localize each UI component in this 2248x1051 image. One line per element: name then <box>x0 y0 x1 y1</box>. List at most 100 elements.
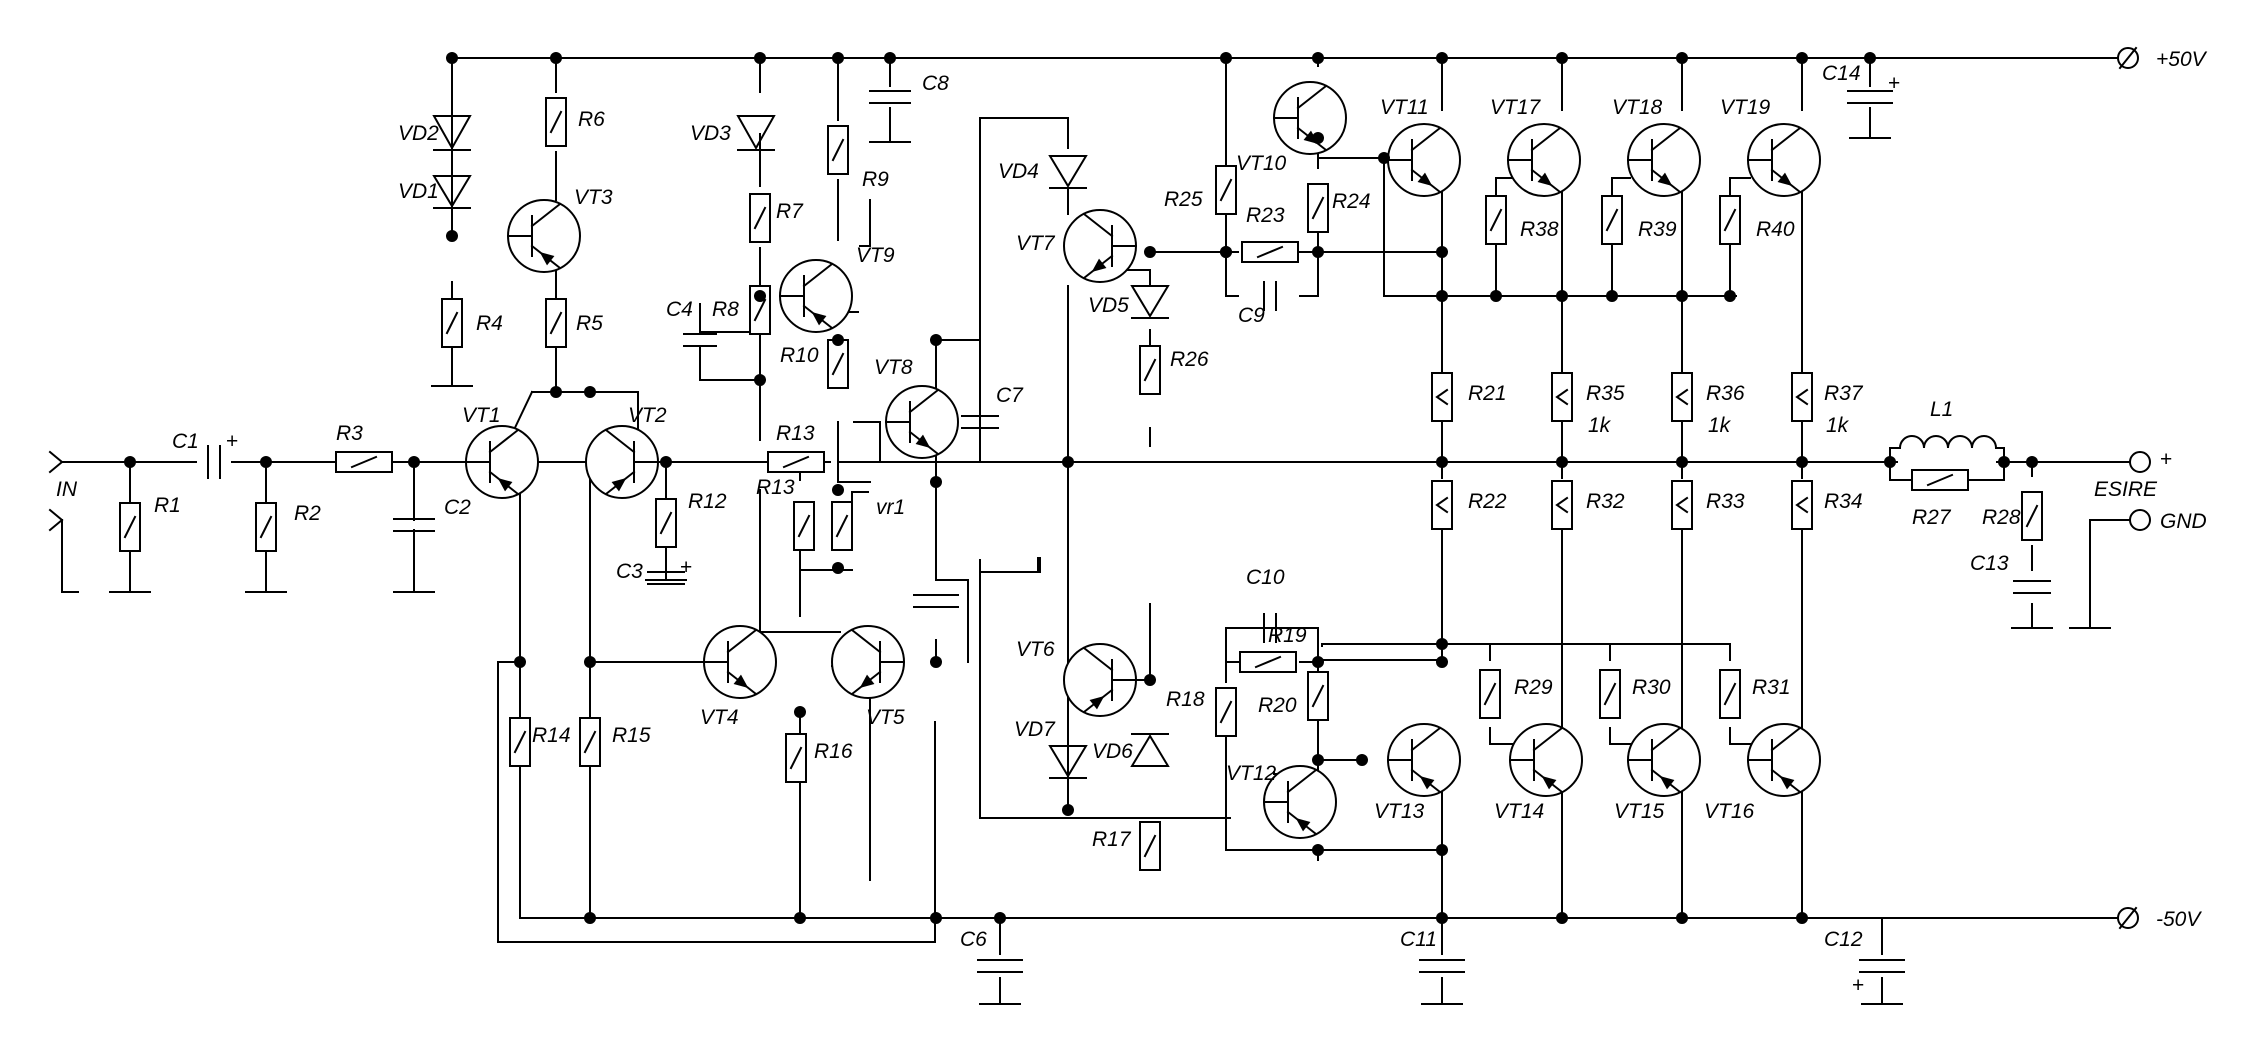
label-input: IN <box>56 478 78 501</box>
junction-dot <box>832 562 844 574</box>
inductor-l1 <box>1889 435 2005 463</box>
junction-dot <box>832 52 844 64</box>
label-r32: R32 <box>1586 490 1625 513</box>
label-r2: R2 <box>294 502 321 525</box>
label-c7: C7 <box>996 384 1024 407</box>
resistor-r2 <box>255 502 277 552</box>
junction-dot <box>1378 152 1390 164</box>
polarity-c3: + <box>680 556 692 579</box>
label-r39: R39 <box>1638 218 1677 241</box>
label-r34: R34 <box>1824 490 1863 513</box>
junction-dot <box>446 52 458 64</box>
label-c10: C10 <box>1246 566 1285 589</box>
label-r14: R14 <box>532 724 571 747</box>
transistor-vt10 <box>1273 81 1347 155</box>
label-c4: C4 <box>666 298 693 321</box>
capacitor-c10 <box>1263 613 1277 643</box>
diodes <box>432 115 1170 779</box>
resistor-r36 <box>1671 372 1693 422</box>
transistor-vt12 <box>1263 765 1337 839</box>
resistor-r3 <box>335 451 393 473</box>
label-gnd: GND <box>2160 510 2207 533</box>
junction-dot <box>408 456 420 468</box>
junction-dot <box>1144 674 1156 686</box>
label-vd3: VD3 <box>690 122 731 145</box>
junction-dot <box>1724 290 1736 302</box>
junction-dot <box>1312 246 1324 258</box>
label-r21: R21 <box>1468 382 1507 405</box>
resistor-r28 <box>2021 491 2043 541</box>
label-r35-value: 1k <box>1588 414 1612 437</box>
junction-dot <box>550 52 562 64</box>
transistor-vt7 <box>1063 209 1137 283</box>
resistor-r13-bottom <box>793 501 815 551</box>
junction-dot <box>1556 456 1568 468</box>
capacitor-c9 <box>1263 281 1277 311</box>
label-vt7: VT7 <box>1016 232 1056 255</box>
label-r22: R22 <box>1468 490 1507 513</box>
junction-dot <box>1436 844 1448 856</box>
label-c12: C12 <box>1824 928 1863 951</box>
resistor-r15 <box>579 717 601 767</box>
junction-dot <box>260 456 272 468</box>
resistor-r1 <box>119 502 141 552</box>
transistor-vt3 <box>507 199 581 273</box>
junction-dot <box>1436 290 1448 302</box>
label-r27: R27 <box>1912 506 1952 529</box>
label-r6: R6 <box>578 108 605 131</box>
label-vr1: vr1 <box>876 496 905 519</box>
junction-dot <box>794 912 806 924</box>
label-r25: R25 <box>1164 188 1203 211</box>
capacitor-c3 <box>647 571 685 585</box>
transistor-vt15 <box>1627 723 1701 797</box>
capacitors <box>207 90 2051 973</box>
label-vt9: VT9 <box>856 244 895 267</box>
label-r13-bottom: R13 <box>756 476 795 499</box>
diode-vd7 <box>1048 745 1088 779</box>
transistor-vt16 <box>1747 723 1821 797</box>
junction-dot <box>124 456 136 468</box>
label-r31: R31 <box>1752 676 1791 699</box>
junction-dot <box>994 912 1006 924</box>
label-output: ESIRE <box>2094 478 2158 501</box>
label-c2: C2 <box>444 496 471 519</box>
junction-dot <box>1312 132 1324 144</box>
junction-dot <box>1312 844 1324 856</box>
label-vt1: VT1 <box>462 404 501 427</box>
label-r37: R37 <box>1824 382 1864 405</box>
label-r28: R28 <box>1982 506 2021 529</box>
label-vt11: VT11 <box>1380 96 1429 119</box>
label-r1: R1 <box>154 494 181 517</box>
junction-dot <box>754 52 766 64</box>
junction-dot <box>930 656 942 668</box>
polarity-c1: + <box>226 430 238 453</box>
resistor-vr1 <box>831 501 853 551</box>
junction-dot <box>754 374 766 386</box>
resistor-r31 <box>1719 669 1741 719</box>
junction-dot <box>930 334 942 346</box>
junction-dot <box>754 290 766 302</box>
label-l1: L1 <box>1930 398 1953 421</box>
label-output-plus: + <box>2160 448 2172 471</box>
junction-dot <box>1556 912 1568 924</box>
resistor-r20 <box>1307 671 1329 721</box>
junction-dot <box>1676 912 1688 924</box>
wires <box>48 57 2131 1005</box>
polarity-c14: + <box>1888 72 1900 95</box>
label-r13-top: R13 <box>776 422 815 445</box>
junction-dot <box>1796 456 1808 468</box>
transistor-vt1 <box>465 425 539 499</box>
junction-dot <box>1436 456 1448 468</box>
label-vt15: VT15 <box>1614 800 1665 823</box>
capacitor-c6 <box>977 959 1023 973</box>
transistor-vt9 <box>779 259 853 333</box>
label-vd2: VD2 <box>398 122 439 145</box>
label-c11: C11 <box>1400 928 1437 951</box>
resistor-r27 <box>1911 469 1969 491</box>
junction-dot <box>584 656 596 668</box>
junction-dot <box>1796 912 1808 924</box>
junction-dot <box>1436 246 1448 258</box>
label-vt2: VT2 <box>628 404 667 427</box>
junction-dot <box>1312 656 1324 668</box>
junction-dot <box>930 476 942 488</box>
